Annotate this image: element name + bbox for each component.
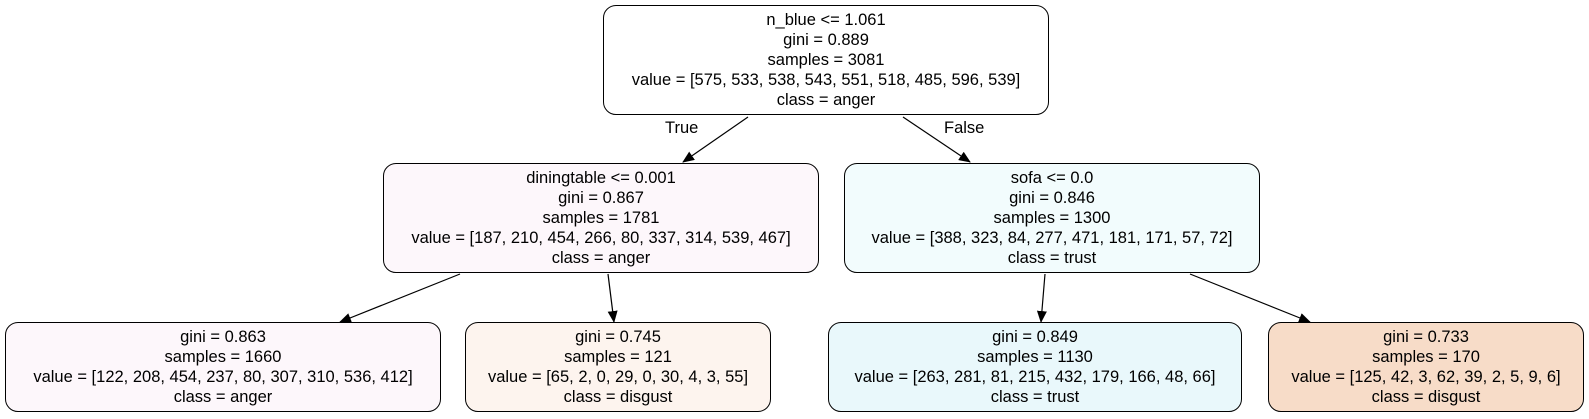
node-samples: samples = 3081 bbox=[767, 51, 885, 69]
node-class: class = anger bbox=[776, 91, 876, 109]
node-class: class = anger bbox=[173, 388, 273, 406]
node-value: value = [388, 323, 84, 277, 471, 181, 17… bbox=[871, 229, 1233, 247]
node-class: class = trust bbox=[1007, 249, 1097, 267]
node-value: value = [65, 2, 0, 29, 0, 30, 4, 3, 55] bbox=[487, 368, 749, 386]
node-value: value = [263, 281, 81, 215, 432, 179, 16… bbox=[854, 368, 1216, 386]
node-gini: gini = 0.889 bbox=[783, 31, 869, 49]
node-samples: samples = 1300 bbox=[993, 209, 1111, 227]
tree-leaf-left-right: gini = 0.745 samples = 121 value = [65, … bbox=[465, 322, 771, 412]
node-gini: gini = 0.867 bbox=[558, 189, 644, 207]
node-value: value = [187, 210, 454, 266, 80, 337, 31… bbox=[411, 229, 791, 247]
tree-leaf-left-left: gini = 0.863 samples = 1660 value = [122… bbox=[5, 322, 441, 412]
node-class: class = anger bbox=[551, 249, 651, 267]
node-class: class = trust bbox=[990, 388, 1080, 406]
edge-label-false: False bbox=[944, 119, 985, 137]
edge-left-right bbox=[607, 273, 618, 323]
tree-leaf-right-right: gini = 0.733 samples = 170 value = [125,… bbox=[1268, 322, 1584, 412]
node-value: value = [122, 208, 454, 237, 80, 307, 31… bbox=[33, 368, 413, 386]
node-samples: samples = 1781 bbox=[542, 209, 660, 227]
edge-left-left bbox=[339, 273, 461, 323]
node-gini: gini = 0.863 bbox=[180, 328, 266, 346]
tree-node-left: diningtable <= 0.001 gini = 0.867 sample… bbox=[383, 163, 819, 273]
node-value: value = [125, 42, 3, 62, 39, 2, 5, 9, 6] bbox=[1291, 368, 1561, 386]
tree-node-right: sofa <= 0.0 gini = 0.846 samples = 1300 … bbox=[844, 163, 1260, 273]
node-samples: samples = 1660 bbox=[164, 348, 282, 366]
node-gini: gini = 0.849 bbox=[992, 328, 1078, 346]
node-value: value = [575, 533, 538, 543, 551, 518, 4… bbox=[631, 71, 1021, 89]
edge-root-right bbox=[902, 116, 971, 163]
tree-leaf-right-left: gini = 0.849 samples = 1130 value = [263… bbox=[828, 322, 1242, 412]
node-gini: gini = 0.846 bbox=[1009, 189, 1095, 207]
tree-node-root: n_blue <= 1.061 gini = 0.889 samples = 3… bbox=[603, 5, 1049, 115]
node-samples: samples = 170 bbox=[1372, 348, 1480, 366]
node-gini: gini = 0.745 bbox=[575, 328, 661, 346]
node-split: sofa <= 0.0 bbox=[1010, 169, 1094, 187]
edge-right-left bbox=[1036, 273, 1047, 323]
node-split: diningtable <= 0.001 bbox=[526, 169, 676, 187]
node-samples: samples = 1130 bbox=[977, 348, 1093, 366]
node-split: n_blue <= 1.061 bbox=[766, 11, 886, 29]
node-class: class = disgust bbox=[563, 388, 673, 406]
node-gini: gini = 0.733 bbox=[1383, 328, 1469, 346]
node-samples: samples = 121 bbox=[564, 348, 672, 366]
edge-root-left bbox=[682, 116, 749, 163]
node-class: class = disgust bbox=[1371, 388, 1481, 406]
edge-label-true: True bbox=[665, 119, 699, 137]
edge-right-right bbox=[1189, 273, 1311, 323]
